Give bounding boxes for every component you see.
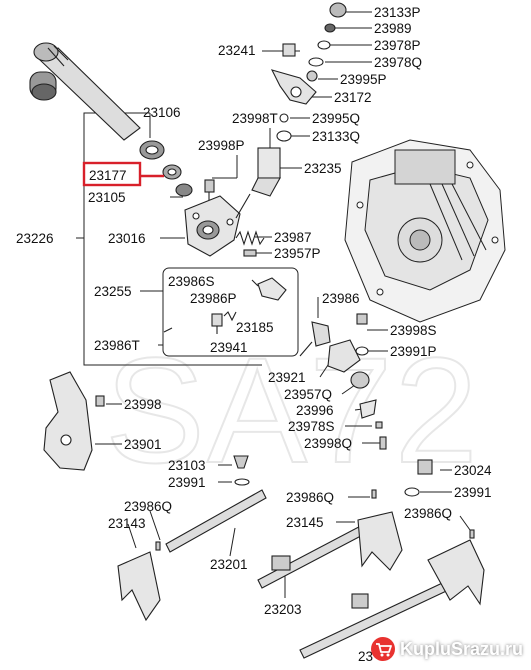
shopping-cart-icon	[370, 637, 395, 661]
fork-bracket-23901-drawing	[43, 371, 105, 471]
bushing-23177-drawing	[162, 164, 182, 180]
part-label[interactable]: 23957P	[274, 246, 321, 261]
part-label[interactable]: 23986Q	[124, 499, 172, 514]
part-label[interactable]: 23986Q	[286, 490, 334, 505]
brand-watermark: KupluSrazu.ru	[370, 636, 523, 662]
part-label[interactable]: 23145	[286, 515, 324, 530]
part-label[interactable]: 23996	[296, 403, 334, 418]
part-label[interactable]: 23185	[236, 320, 274, 335]
part-label[interactable]: 23998T	[232, 111, 278, 126]
housing-23016-drawing	[184, 195, 241, 257]
pin-23957P-drawing	[243, 249, 257, 257]
part-label[interactable]: 23201	[210, 557, 248, 572]
selector-23235-drawing	[235, 147, 281, 219]
part-label[interactable]: 23241	[218, 43, 256, 58]
part-label[interactable]: 23987	[274, 230, 312, 245]
part-label[interactable]: 23998P	[198, 138, 245, 153]
part-label[interactable]: 23957Q	[284, 387, 332, 402]
part-label[interactable]: 23978Q	[374, 55, 422, 70]
part-label[interactable]: 23226	[16, 231, 54, 246]
top-small-parts-drawing	[276, 2, 347, 142]
part-label[interactable]: 23133Q	[312, 129, 360, 144]
bolt-23024-drawing	[404, 459, 433, 497]
ring-23105-drawing	[175, 183, 193, 197]
brand-name: KupluSrazu.ru	[399, 638, 523, 659]
part-label[interactable]: 23016	[108, 231, 146, 246]
part-label[interactable]: 23	[358, 649, 373, 664]
part-label[interactable]: 23986Q	[404, 506, 452, 521]
part-label[interactable]: 23901	[124, 437, 162, 452]
part-label[interactable]: 23143	[108, 516, 146, 531]
part-labels: 23133P 23989 23978P 23978Q 23241 23995P …	[16, 5, 492, 664]
lever-group-23172-drawing	[270, 43, 318, 105]
rail-23203-drawing	[257, 511, 403, 589]
bolt-23103-drawing	[233, 455, 250, 486]
part-label[interactable]: 23991	[168, 475, 206, 490]
part-label[interactable]: 23133P	[374, 5, 421, 20]
seal-23106-drawing	[139, 140, 165, 160]
pins-drawing	[155, 489, 475, 551]
part-label[interactable]: 23986T	[94, 338, 140, 353]
part-label[interactable]: 23998Q	[304, 436, 352, 451]
part-label[interactable]: 23991P	[390, 344, 437, 359]
interlock-group-drawing	[299, 313, 387, 450]
part-label[interactable]: 23986P	[190, 291, 237, 306]
part-label-highlighted: 23177	[89, 168, 127, 183]
rail-bottom-right-drawing	[299, 539, 485, 659]
part-label[interactable]: 23941	[210, 340, 248, 355]
highlighted-part-23177[interactable]: 23177	[82, 161, 164, 187]
leader-lines	[76, 11, 471, 598]
part-label[interactable]: 23203	[264, 602, 302, 617]
part-label[interactable]: 23998	[124, 397, 162, 412]
part-label[interactable]: 23172	[334, 90, 372, 105]
part-label[interactable]: 23995Q	[312, 111, 360, 126]
spring-23987-drawing	[235, 230, 265, 246]
shift-lever-rod	[29, 42, 141, 141]
watermark: SA72	[105, 326, 480, 494]
inset-parts-drawing	[163, 277, 287, 334]
part-label[interactable]: 23998S	[390, 323, 437, 338]
part-label[interactable]: 23921	[268, 370, 306, 385]
part-label[interactable]: 23989	[374, 21, 412, 36]
part-drawings	[29, 2, 506, 659]
transmission-case-drawing	[344, 139, 506, 323]
part-label[interactable]: 23986	[322, 291, 360, 306]
part-label[interactable]: 23995P	[340, 72, 387, 87]
rail-23201-drawing	[117, 489, 267, 622]
part-label[interactable]: 23235	[304, 161, 342, 176]
part-label[interactable]: 23255	[94, 284, 132, 299]
part-label[interactable]: 23978P	[374, 38, 421, 53]
part-label[interactable]: 23991	[454, 485, 492, 500]
part-label[interactable]: 23103	[168, 458, 206, 473]
part-label[interactable]: 23024	[454, 463, 492, 478]
part-label[interactable]: 23106	[143, 105, 181, 120]
part-label[interactable]: 23105	[88, 190, 126, 205]
part-label[interactable]: 23986S	[168, 274, 215, 289]
part-label[interactable]: 23978S	[288, 419, 335, 434]
